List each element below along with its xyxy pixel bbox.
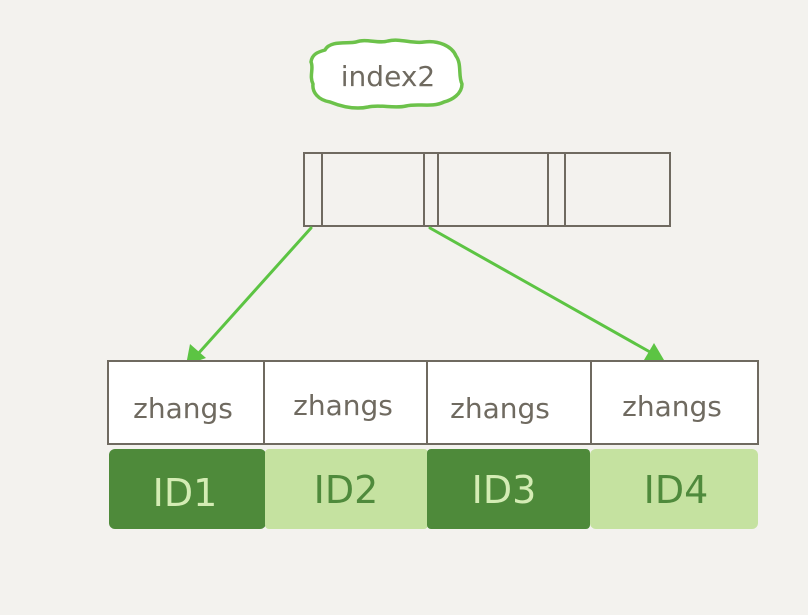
leaf-id-cell-1 — [109, 449, 266, 529]
leaf-name-3: zhangs — [450, 392, 550, 425]
leaf-name-4: zhangs — [622, 390, 722, 423]
index-node-border — [303, 152, 671, 227]
arrow-right-line — [428, 226, 652, 354]
leaf-id-2: ID2 — [314, 468, 379, 512]
leaf-names-border — [107, 360, 759, 445]
leaf-id-cell-3 — [427, 449, 590, 529]
leaf-name-2: zhangs — [293, 389, 393, 422]
arrow-left-head — [186, 344, 206, 365]
index-node — [303, 152, 671, 227]
leaf-id-1: ID1 — [153, 471, 218, 515]
leaf-id-cell-4 — [590, 449, 758, 529]
leaf-names-row: zhangs zhangs zhangs zhangs — [107, 360, 759, 445]
index-label-text: index2 — [341, 60, 435, 93]
leaf-id-cell-2 — [265, 449, 428, 529]
leaf-id-4: ID4 — [644, 468, 709, 512]
index-label-cloud — [309, 38, 464, 110]
leaf-name-1: zhangs — [133, 392, 233, 425]
leaf-ids-row: ID1 ID2 ID3 ID4 — [109, 449, 758, 529]
arrow-right-head — [644, 343, 664, 360]
arrow-left-line — [195, 226, 313, 357]
leaf-id-3: ID3 — [472, 468, 537, 512]
pointer-arrows — [186, 226, 664, 365]
